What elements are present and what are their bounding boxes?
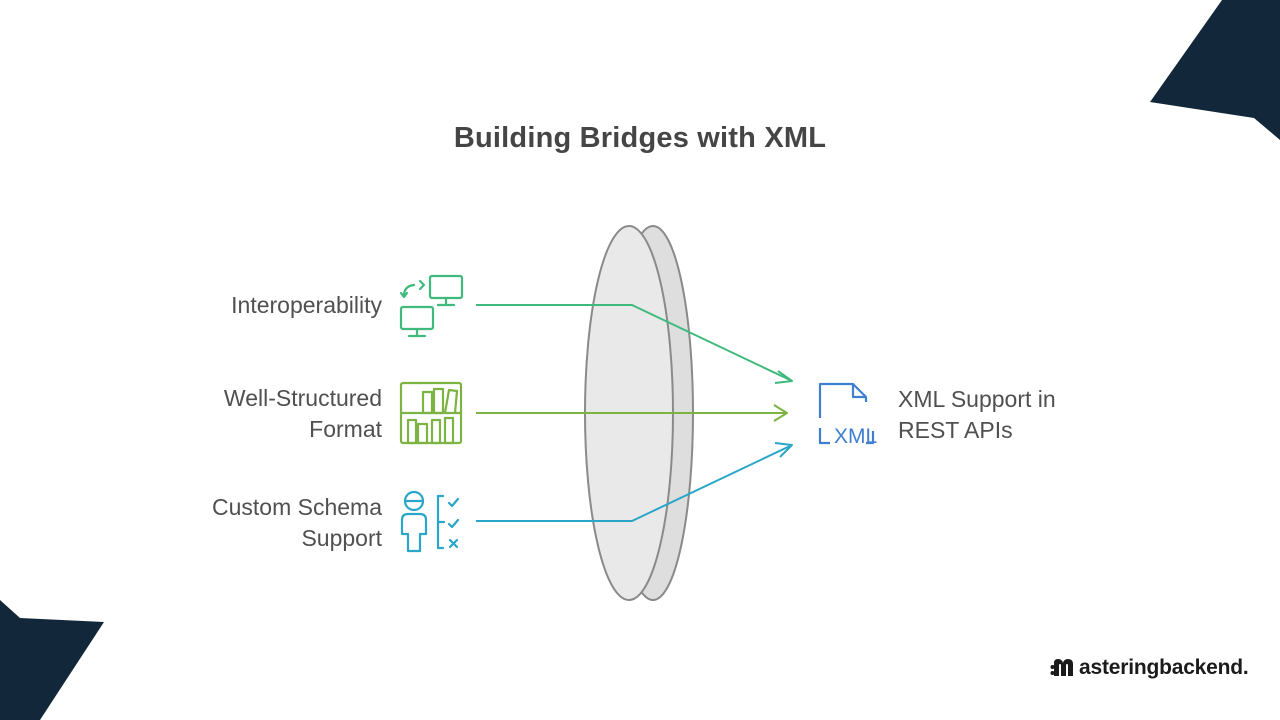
xml-file-icon: XML	[818, 382, 877, 448]
bottom-left-corner-shape	[0, 600, 104, 720]
brand-mark-icon	[1050, 659, 1073, 676]
label-well-structured-format: Well-Structured Format	[224, 383, 382, 445]
label-line: Custom Schema	[211, 494, 382, 520]
label-line: REST APIs	[898, 417, 1013, 443]
brand-name: asteringbackend.	[1079, 656, 1249, 679]
label-line: Interoperability	[231, 292, 382, 318]
monitors-sync-icon	[399, 274, 464, 338]
diagram-title: Building Bridges with XML	[453, 122, 827, 154]
label-custom-schema-support: Custom Schema Support	[212, 492, 382, 554]
brand-logo: asteringbackend.	[1050, 654, 1249, 682]
xml-file-icon-label: XML	[834, 425, 877, 448]
label-interoperability: Interoperability	[231, 290, 382, 321]
connector-well-structured	[476, 404, 788, 422]
label-line: Well-Structured	[223, 385, 382, 411]
label-line: XML Support in	[898, 386, 1056, 412]
person-checklist-icon	[400, 490, 460, 553]
label-xml-support-rest-apis: XML Support in REST APIs	[898, 384, 1056, 446]
top-right-corner-shape	[1150, 0, 1280, 140]
bookshelf-icon	[399, 381, 463, 445]
label-line: Format	[309, 416, 382, 442]
connector-interoperability	[476, 304, 793, 384]
connector-custom-schema	[476, 442, 793, 522]
label-line: Support	[301, 525, 382, 551]
